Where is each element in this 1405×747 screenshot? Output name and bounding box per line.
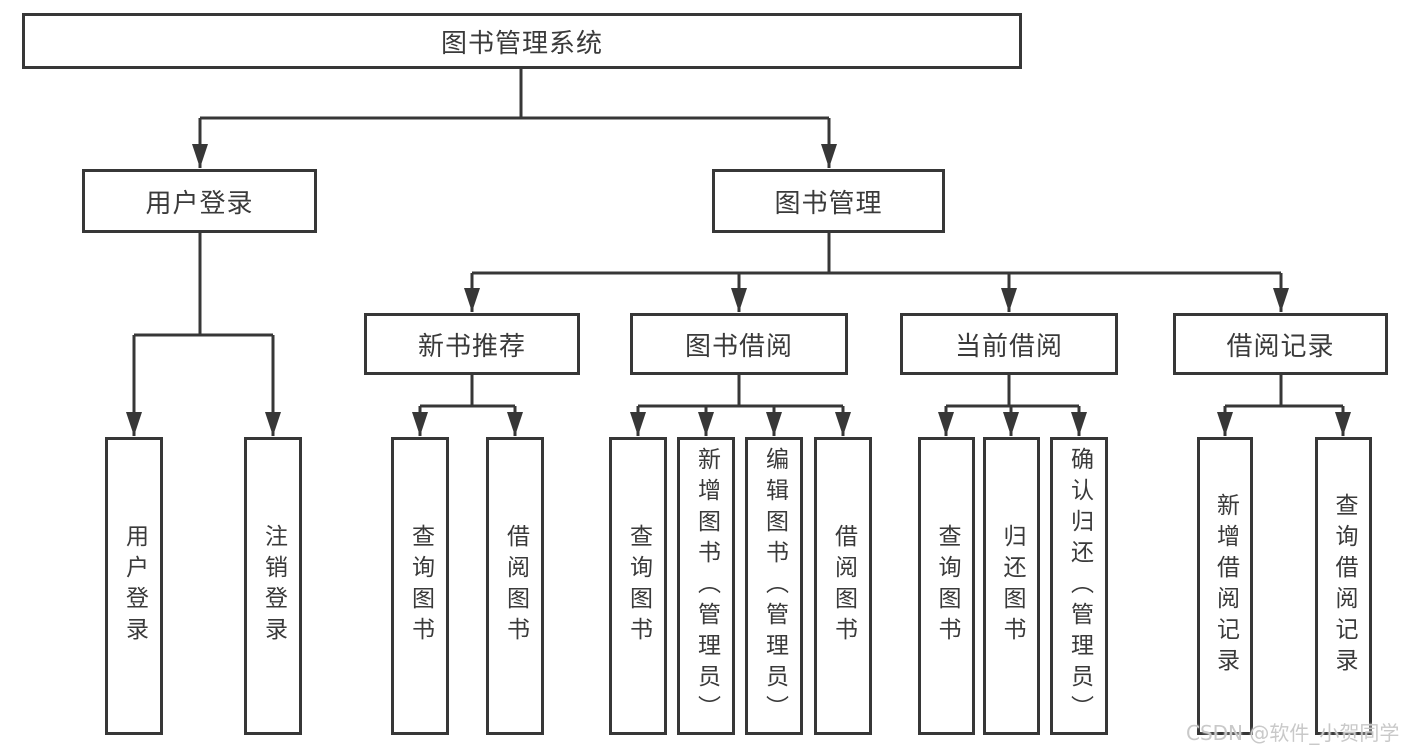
connector-borrowing-records-rail (1225, 375, 1343, 408)
connector-root-rail (200, 69, 829, 120)
node-label: 查询图书 (934, 524, 960, 648)
node-label: 确认归还（管理员） (1066, 446, 1093, 726)
leaf-cb-confirm-return-admin: 确认归还（管理员） (1050, 437, 1108, 735)
node-label: 查询图书 (407, 524, 434, 648)
node-label: 归还图书 (999, 524, 1025, 648)
node-label: 新书推荐 (417, 331, 526, 362)
node-label: 编辑图书（管理员） (761, 446, 788, 726)
leaf-br-query-borrow-record: 查询借阅记录 (1315, 437, 1372, 735)
csdn-watermark: CSDN @软件_小贺同学 (1186, 721, 1400, 745)
leaf-logout: 注销登录 (244, 437, 302, 735)
node-label: 图书借阅 (684, 331, 793, 362)
node-label: 借阅记录 (1226, 331, 1335, 362)
node-user-login: 用户登录 (82, 169, 317, 233)
node-label: 用户登录 (145, 188, 254, 219)
node-label: 图书管理 (774, 188, 883, 219)
node-label: 注销登录 (260, 524, 287, 648)
leaf-bb-borrow-books: 借阅图书 (814, 437, 872, 735)
leaf-rec-query-books: 查询图书 (391, 437, 449, 735)
leaf-cb-return-books: 归还图书 (983, 437, 1040, 735)
connector-current-borrowing-rail (946, 375, 1079, 408)
node-label: 图书管理系统 (440, 28, 603, 59)
node-label: 借阅图书 (502, 524, 529, 648)
node-label: 借阅图书 (830, 524, 857, 648)
node-label: 新增借阅记录 (1212, 493, 1239, 679)
leaf-bb-edit-books-admin: 编辑图书（管理员） (745, 437, 803, 735)
node-borrowing-records: 借阅记录 (1173, 313, 1388, 375)
leaf-bb-query-books: 查询图书 (609, 437, 667, 735)
node-label: 新增图书（管理员） (693, 446, 720, 726)
leaf-bb-add-books-admin: 新增图书（管理员） (677, 437, 735, 735)
node-new-book-recommendation: 新书推荐 (364, 313, 580, 375)
node-book-borrowing: 图书借阅 (630, 313, 848, 375)
node-label: 用户登录 (121, 524, 148, 648)
leaf-cb-query-books: 查询图书 (918, 437, 975, 735)
node-current-borrowing: 当前借阅 (900, 313, 1118, 375)
leaf-br-add-borrow-record: 新增借阅记录 (1197, 437, 1253, 735)
node-label: 当前借阅 (954, 331, 1063, 362)
node-label: 查询借阅记录 (1331, 493, 1357, 679)
leaf-user-login: 用户登录 (105, 437, 163, 735)
connector-book-borrowing-rail (638, 375, 843, 408)
node-library-management-system: 图书管理系统 (22, 13, 1022, 69)
node-book-management: 图书管理 (712, 169, 945, 233)
connector-book-management-rail (472, 233, 1281, 275)
node-label: 查询图书 (625, 524, 652, 648)
leaf-rec-borrow-books: 借阅图书 (486, 437, 544, 735)
connector-new-book-rec-rail (420, 375, 515, 408)
connector-user-login-rail (134, 233, 273, 337)
